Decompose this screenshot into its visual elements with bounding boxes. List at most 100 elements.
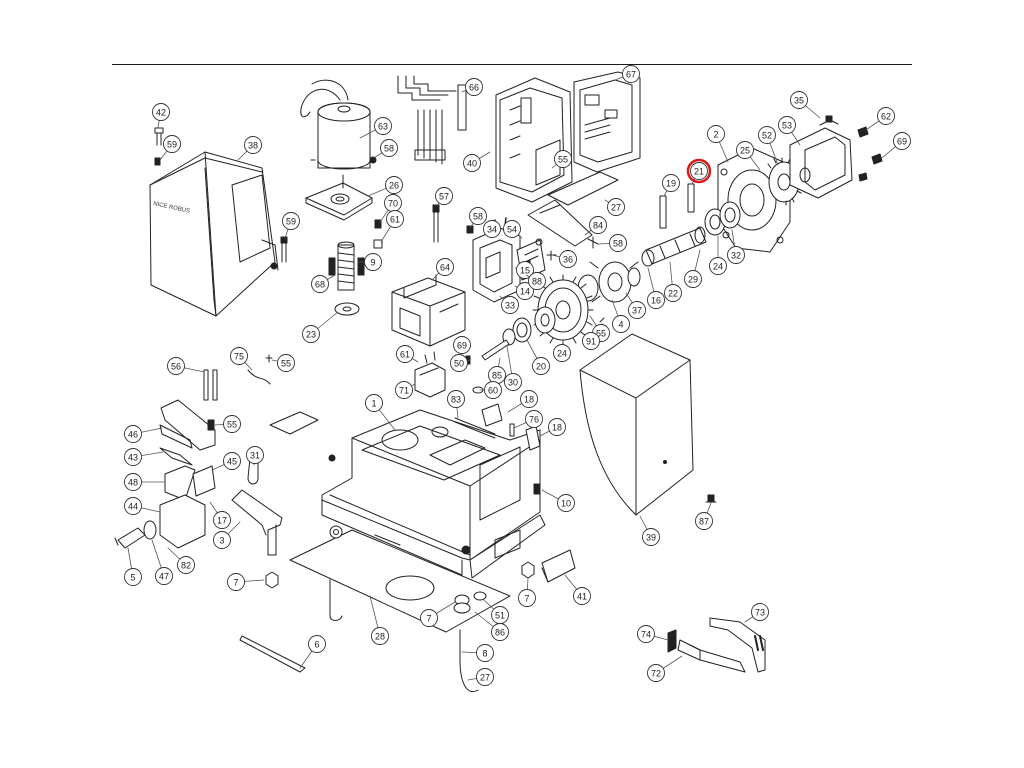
callout-number: 47	[159, 571, 169, 581]
callout-bubble	[607, 198, 625, 216]
callout-bubble	[573, 587, 591, 605]
callout-number: 91	[586, 336, 596, 346]
wire-75-drawing	[247, 354, 273, 385]
callout-number: 44	[128, 501, 138, 511]
callout-bubble	[736, 141, 754, 159]
callout-number: 31	[250, 450, 260, 460]
callout-bubble	[483, 220, 501, 238]
callout-number: 55	[596, 328, 606, 338]
callout-bubble	[484, 381, 502, 399]
callout-number: 72	[651, 668, 661, 678]
callout-bubble	[554, 150, 572, 168]
callout-number: 58	[613, 238, 623, 248]
bracket-hardware-drawing	[667, 617, 766, 673]
callout-number: 83	[451, 394, 461, 404]
callout-number: 18	[524, 394, 534, 404]
callout-bubble	[647, 664, 665, 682]
clutch-drawing	[577, 261, 641, 303]
callout-number: 51	[495, 610, 505, 620]
callout-number: 57	[439, 191, 449, 201]
callout-bubble	[637, 625, 655, 643]
callout-bubble	[612, 315, 630, 333]
callout-number: 54	[507, 224, 517, 234]
callout-bubble	[213, 511, 231, 529]
callout-bubble	[450, 354, 468, 372]
callout-bubble	[223, 452, 241, 470]
callout-bubble	[709, 257, 727, 275]
callout-bubble	[504, 373, 522, 391]
callout-number: 86	[495, 627, 505, 637]
callout-bubble	[525, 410, 543, 428]
callout-bubble	[695, 512, 713, 530]
callout-number: 27	[480, 672, 490, 682]
callout-bubble	[662, 174, 680, 192]
callout-number: 22	[668, 288, 678, 298]
screws-right-drawing	[825, 115, 883, 182]
highlight-ring	[686, 158, 712, 184]
callout-number: 14	[520, 286, 530, 296]
callout-bubble	[553, 344, 571, 362]
washer-23-drawing	[334, 302, 360, 316]
callout-number: 67	[626, 69, 636, 79]
callout-number: 25	[740, 145, 750, 155]
callout-number: 52	[762, 130, 772, 140]
callout-number: 48	[128, 477, 138, 487]
callout-bubble	[727, 246, 745, 264]
callout-bubble	[778, 116, 796, 134]
callout-number: 6	[314, 639, 319, 649]
callout-bubble	[518, 589, 536, 607]
callout-number: 2	[713, 129, 718, 139]
callout-bubble	[435, 187, 453, 205]
callout-number: 7	[233, 577, 238, 587]
callout-number: 23	[306, 329, 316, 339]
callout-bubble	[516, 282, 534, 300]
callout-number: 55	[281, 358, 291, 368]
callout-number: 4	[618, 319, 623, 329]
callout-bubble	[396, 345, 414, 363]
bearings-drawing	[704, 201, 741, 236]
callout-number: 19	[666, 178, 676, 188]
callout-number: 33	[505, 300, 515, 310]
callout-number: 40	[467, 158, 477, 168]
callout-bubble	[302, 325, 320, 343]
callout-bubble	[311, 275, 329, 293]
callout-number: 27	[611, 202, 621, 212]
callout-number: 70	[388, 198, 398, 208]
limit-switch-drawing	[472, 217, 557, 303]
callout-number: 59	[286, 216, 296, 226]
callout-number: 20	[536, 361, 546, 371]
cover-part-drawing: NICE ROBUS	[149, 151, 279, 317]
callout-bubble	[395, 381, 413, 399]
small-screws-drawing	[533, 483, 717, 503]
callout-bubble	[582, 332, 600, 350]
callout-bubble	[503, 220, 521, 238]
callout-number: 55	[227, 419, 237, 429]
callout-bubble	[124, 448, 142, 466]
callout-number: 87	[699, 516, 709, 526]
callout-number: 63	[378, 121, 388, 131]
motor-drawing	[300, 79, 377, 170]
callout-number: 56	[171, 361, 181, 371]
worm-shaft-drawing	[328, 241, 365, 291]
callout-bubble	[246, 446, 264, 464]
callout-bubble	[385, 176, 403, 194]
callout-bubble	[124, 497, 142, 515]
top-divider-line	[112, 64, 912, 65]
callout-number: 69	[457, 340, 467, 350]
callout-number: 60	[488, 385, 498, 395]
callout-number: 26	[389, 180, 399, 190]
callout-number: 34	[487, 224, 497, 234]
callout-number: 58	[384, 143, 394, 153]
callout-bubble	[893, 132, 911, 150]
callout-bubble	[124, 568, 142, 586]
callout-bubble	[532, 357, 550, 375]
callout-bubble	[501, 296, 519, 314]
callout-number: 75	[234, 351, 244, 361]
release-lever-parts-drawing	[159, 369, 319, 549]
callout-bubble	[642, 528, 660, 546]
callout-bubble	[155, 567, 173, 585]
callout-number: 53	[782, 120, 792, 130]
callout-bubble	[223, 415, 241, 433]
